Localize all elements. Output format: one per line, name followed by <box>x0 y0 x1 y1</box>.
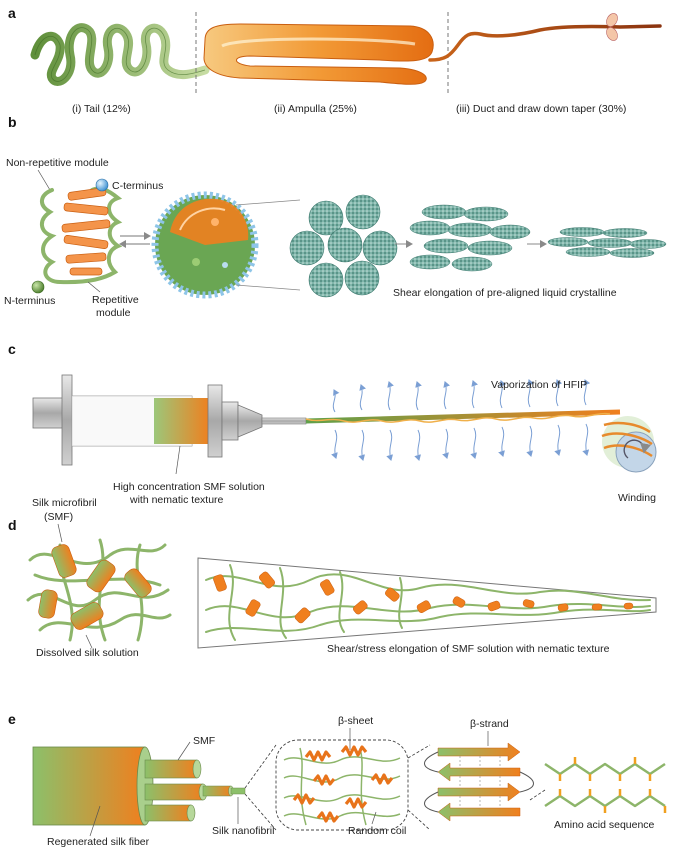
label-regenerated: Regenerated silk fiber <box>47 836 150 848</box>
label-random-coil: Random coil <box>348 825 406 837</box>
label-amino-acid: Amino acid sequence <box>554 819 655 831</box>
label-shear-stress: Shear/stress elongation of SMF solution … <box>327 643 610 655</box>
regenerated-fiber <box>32 746 246 826</box>
panel-c-letter: c <box>8 341 16 357</box>
label-beta-strand: β-strand <box>470 718 509 730</box>
label-nanofibril: Silk nanofibril <box>212 825 274 837</box>
ellipse-cluster-2 <box>547 227 667 258</box>
winding-spool <box>601 416 657 473</box>
silk-gland-ampulla <box>203 23 434 85</box>
equilibrium-arrows <box>119 232 151 248</box>
taper-channel <box>197 557 657 649</box>
label-smf-solution-2: with nematic texture <box>129 494 224 506</box>
label-repetitive-1: Repetitive <box>92 294 139 306</box>
nanofibril-detail <box>275 739 409 831</box>
label-c-terminus: C-terminus <box>112 180 163 192</box>
spun-fiber <box>305 409 621 424</box>
label-non-repetitive: Non-repetitive module <box>6 157 109 169</box>
vapor-arrows <box>331 379 591 461</box>
micelle <box>151 191 259 299</box>
label-repetitive-2: module <box>96 307 131 319</box>
label-n-terminus: N-terminus <box>4 295 55 307</box>
label-microfibril-1: Silk microfibril <box>32 497 97 509</box>
panel-b-letter: b <box>8 114 17 130</box>
protein-monomer <box>31 178 123 294</box>
panel-d-letter: d <box>8 517 17 533</box>
panel-a-letter: a <box>8 5 16 21</box>
leader-amino <box>529 789 546 801</box>
syringe <box>32 374 307 466</box>
smf-rods <box>38 544 152 630</box>
label-duct: (iii) Duct and draw down taper (30%) <box>456 103 626 115</box>
label-microfibril-2: (SMF) <box>44 511 73 523</box>
panel-e-letter: e <box>8 711 16 727</box>
ellipse-cluster-1 <box>409 204 531 272</box>
label-winding: Winding <box>618 492 656 504</box>
label-shear-elongation: Shear elongation of pre-aligned liquid c… <box>393 287 617 299</box>
amino-acid-chain <box>544 757 667 813</box>
label-dissolved: Dissolved silk solution <box>36 647 139 659</box>
silk-gland-duct <box>428 13 662 62</box>
label-ampulla: (ii) Ampulla (25%) <box>274 103 357 115</box>
label-beta-sheet: β-sheet <box>338 715 373 727</box>
silk-gland-tail <box>30 23 210 86</box>
label-smf-solution-1: High concentration SMF solution <box>113 481 265 493</box>
label-smf: SMF <box>193 735 215 747</box>
sphere-cluster <box>289 194 398 298</box>
label-tail: (i) Tail (12%) <box>72 103 131 115</box>
beta-strand-detail <box>424 742 534 822</box>
label-vaporization: Vaporization of HFIP <box>491 379 587 391</box>
